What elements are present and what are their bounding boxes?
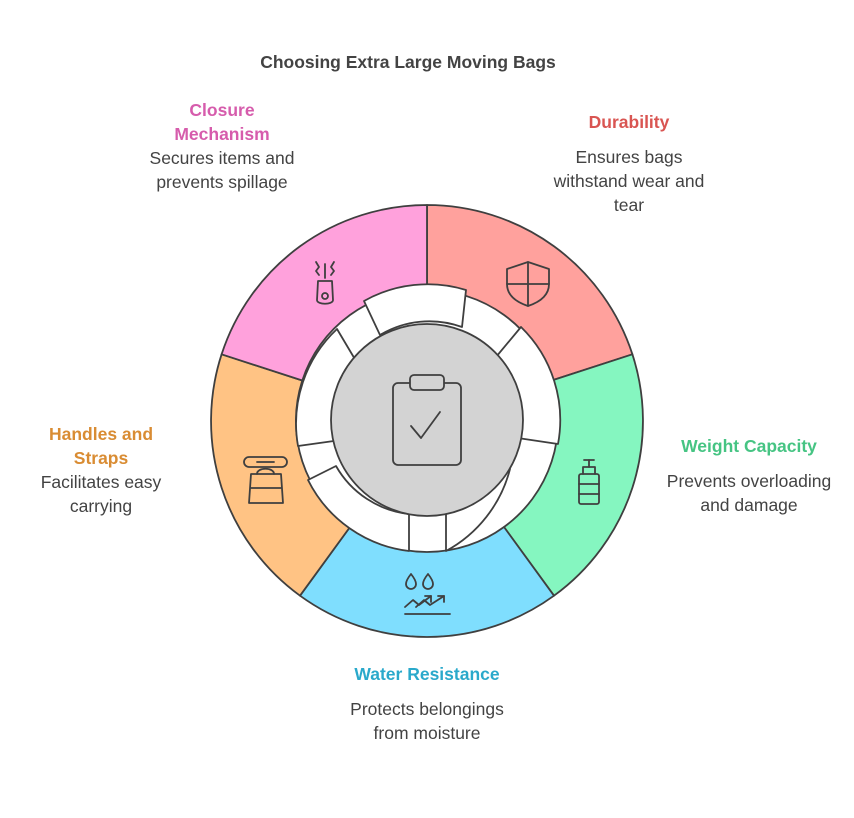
zipper-icon — [315, 261, 335, 305]
description-handles-straps: Facilitates easy carrying — [40, 472, 162, 516]
center-disc — [330, 323, 524, 517]
label-weight-capacity: Weight Capacity Prevents overloading and… — [664, 434, 834, 517]
water-drops-trend-icon — [404, 573, 451, 615]
description-durability: Ensures bags withstand wear and tear — [553, 147, 705, 215]
heading-weight-capacity: Weight Capacity — [681, 436, 817, 456]
diagram-title: Choosing Extra Large Moving Bags — [260, 52, 556, 72]
shield-icon — [506, 261, 550, 307]
heading-water-resistance: Water Resistance — [354, 664, 500, 684]
gas-canister-icon — [578, 459, 600, 505]
bag-handle-icon — [243, 456, 288, 504]
clipboard-check-icon — [392, 374, 462, 466]
heading-durability: Durability — [588, 112, 670, 132]
label-handles-straps: Handles and Straps Facilitates easy carr… — [18, 422, 184, 518]
description-closure-mechanism: Secures items and prevents spillage — [149, 148, 295, 192]
label-water-resistance: Water Resistance Protects belongings fro… — [327, 662, 527, 745]
heading-handles-straps: Handles and Straps — [48, 424, 154, 468]
label-durability: Durability Ensures bags withstand wear a… — [540, 110, 718, 217]
segment-durability — [426, 204, 634, 382]
segment-water-resistance — [299, 526, 555, 638]
description-water-resistance: Protects belongings from moisture — [350, 699, 504, 743]
heading-closure-mechanism: Closure Mechanism — [174, 100, 270, 144]
label-closure-mechanism: Closure Mechanism Secures items and prev… — [142, 98, 302, 194]
description-weight-capacity: Prevents overloading and damage — [666, 471, 832, 515]
